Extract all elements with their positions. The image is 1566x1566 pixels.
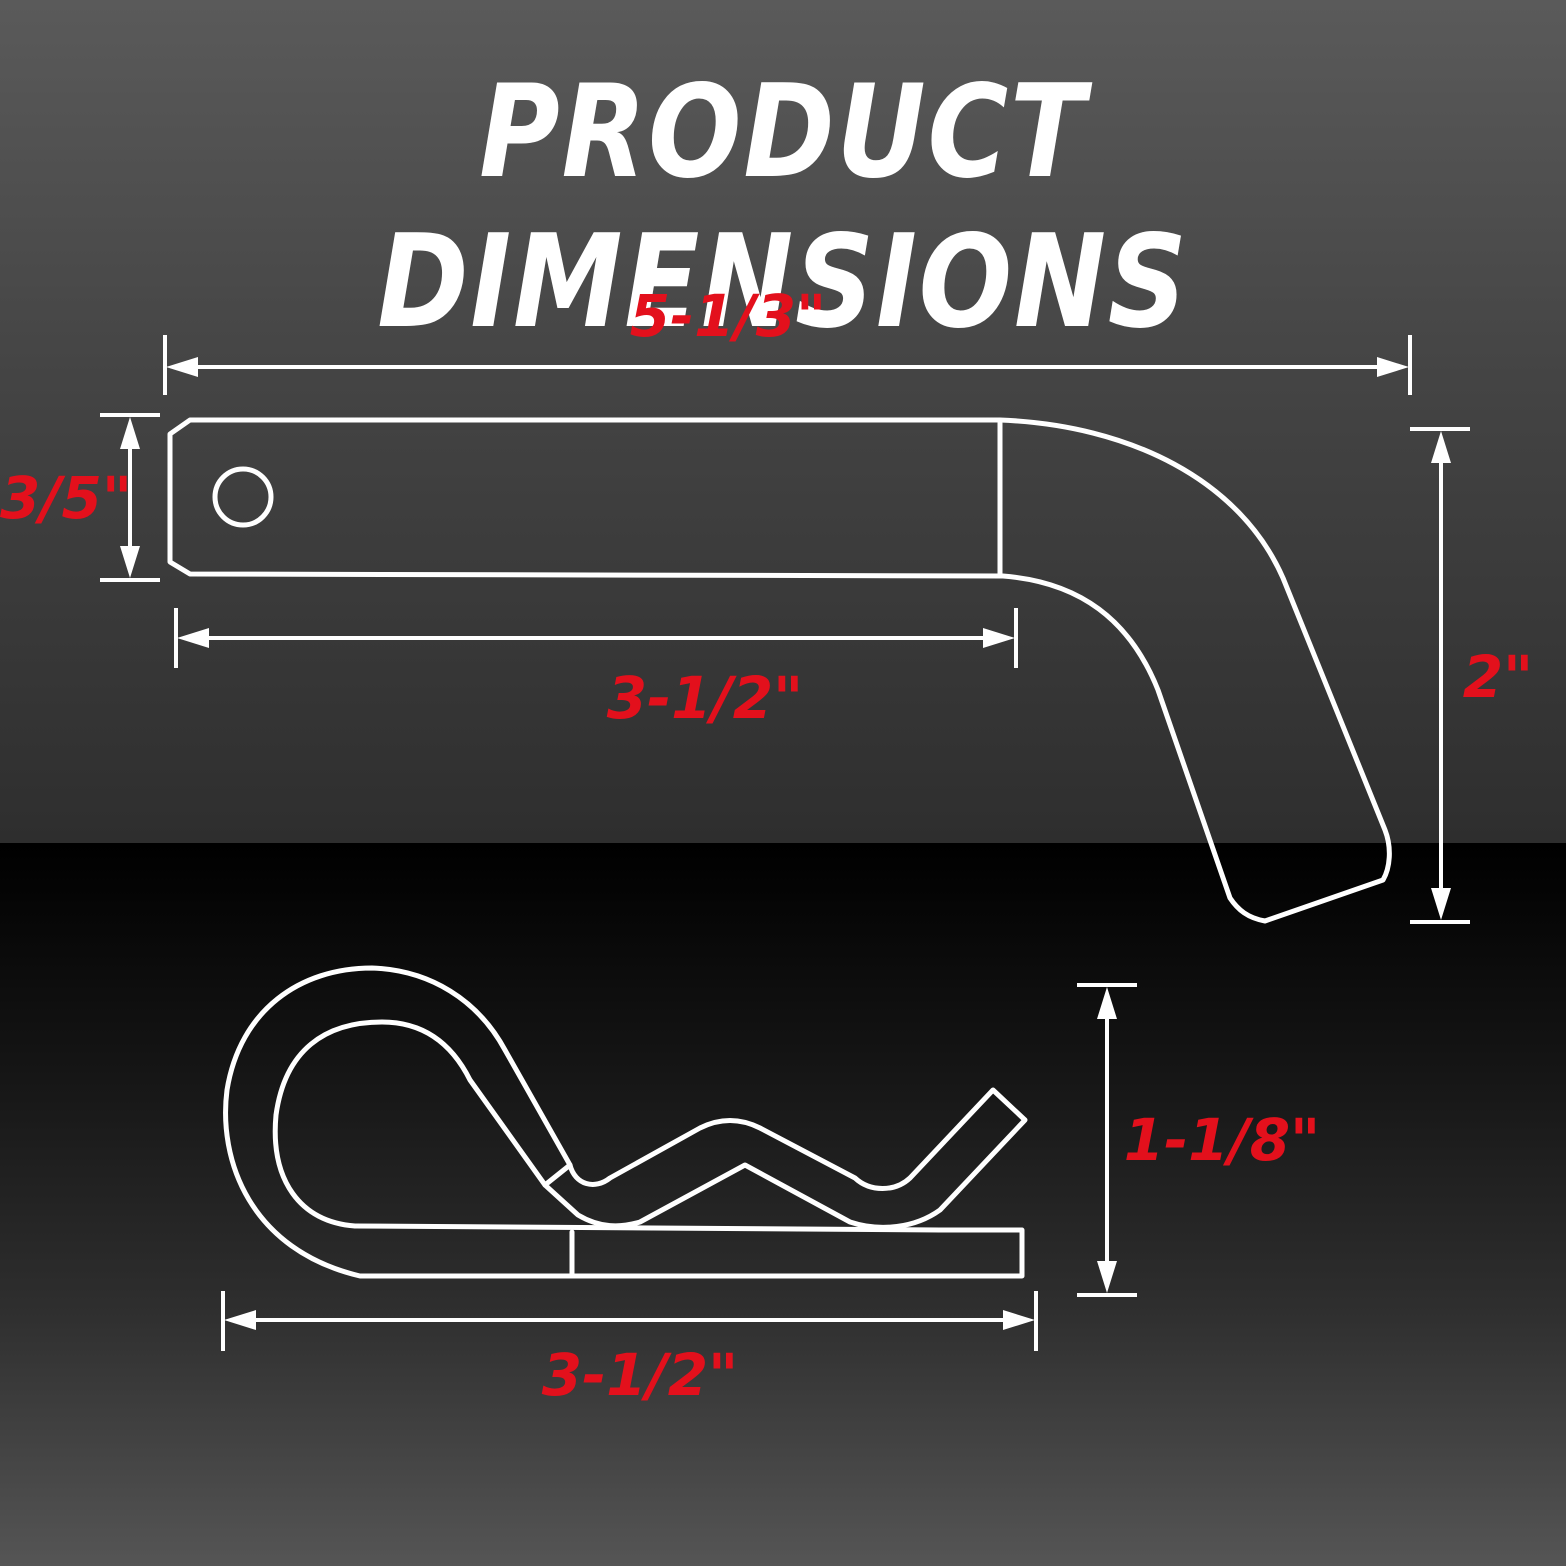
shank-width-dimension: 3/5" — [0, 413, 160, 582]
r-clip-length-dimension: 3-1/2" — [221, 1291, 1038, 1409]
page-title: PRODUCT DIMENSIONS — [377, 58, 1189, 357]
r-clip-height-label: 1-1/8" — [1124, 1106, 1321, 1174]
shank-length-dimension: 3-1/2" — [174, 608, 1018, 732]
shank-length-label: 3-1/2" — [607, 664, 804, 732]
background-bottom — [0, 843, 1566, 1566]
r-clip-height-dimension: 1-1/8" — [1077, 983, 1321, 1297]
pin-height-label: 2" — [1463, 643, 1534, 711]
shank-width-label: 3/5" — [0, 464, 132, 532]
overall-length-dimension: 5-1/3" — [163, 282, 1412, 395]
r-clip-length-label: 3-1/2" — [542, 1341, 739, 1409]
r-clip-outline — [223, 965, 1028, 1279]
pin-hole — [212, 466, 274, 528]
hitch-pin-outline — [167, 417, 1392, 924]
overall-length-label: 5-1/3" — [630, 282, 827, 350]
pin-height-dimension: 2" — [1410, 427, 1534, 924]
